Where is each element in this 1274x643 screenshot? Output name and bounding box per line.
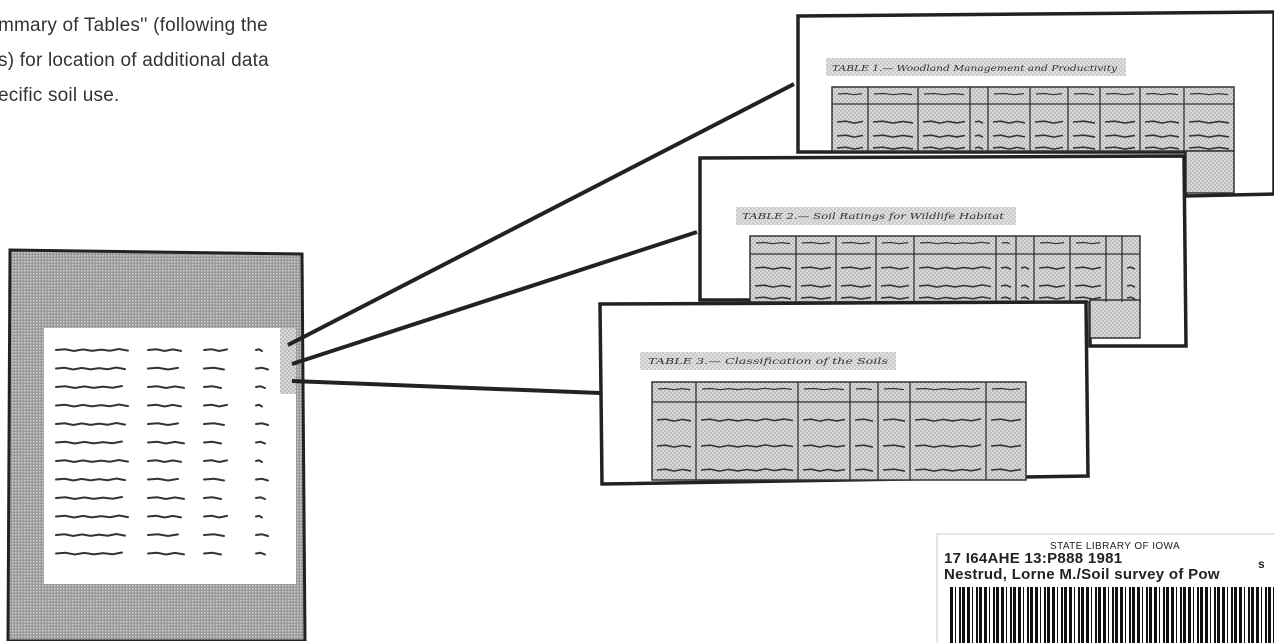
table-1-caption: TABLE 1.— Woodland Management and Produc… — [832, 64, 1117, 74]
call-number: 17 I64AHE 13:P888 1981 — [944, 550, 1123, 567]
book-text-lines — [55, 347, 269, 556]
table-sheet-3 — [598, 300, 1090, 486]
table-3-caption: TABLE 3.— Classification of the Soils — [648, 357, 889, 367]
intro-line-2: s) for location of additional data — [0, 50, 269, 71]
connector-lines — [287, 82, 795, 395]
intro-text: mmary of Tables'' (following the s) for … — [0, 8, 458, 113]
intro-line-3: ecific soil use. — [0, 85, 120, 106]
intro-line-1: mmary of Tables'' (following the — [0, 15, 268, 36]
barcode — [950, 587, 1274, 643]
table-2-caption: TABLE 2.— Soil Ratings for Wildlife Habi… — [742, 212, 1005, 222]
table-sheet-2 — [698, 154, 1188, 348]
book-page-summary — [44, 328, 296, 584]
author-title: Nestrud, Lorne M./Soil survey of Pow — [944, 566, 1220, 583]
label-corner-mark: s — [1258, 557, 1265, 571]
library-catalog-label: STATE LIBRARY OF IOWA 17 I64AHE 13:P888 … — [936, 533, 1274, 643]
library-name: STATE LIBRARY OF IOWA — [1050, 541, 1181, 552]
soil-report-book — [6, 248, 307, 641]
